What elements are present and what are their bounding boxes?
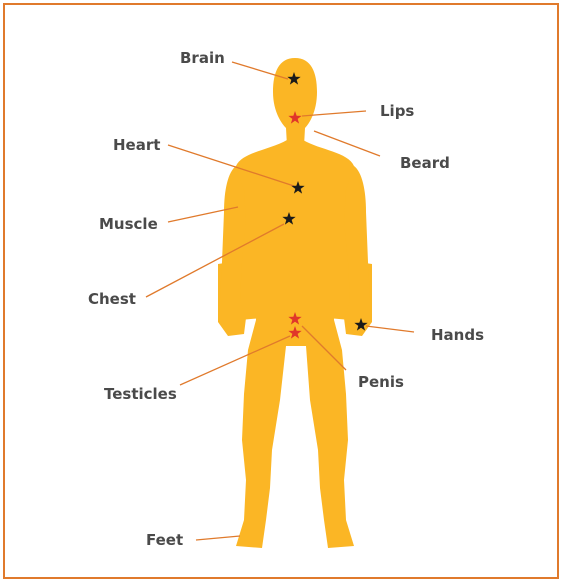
brain-label: Brain: [180, 49, 225, 67]
testicles-label: Testicles: [104, 385, 177, 403]
chest-label: Chest: [88, 290, 136, 308]
head-shape: [273, 58, 317, 146]
hands-leader: [366, 326, 414, 332]
body-silhouette: [218, 58, 372, 548]
heart-label: Heart: [113, 136, 160, 154]
feet-leader: [196, 536, 240, 540]
feet-label: Feet: [146, 531, 183, 549]
hands-label: Hands: [431, 326, 484, 344]
penis-label: Penis: [358, 373, 404, 391]
right-arm-shape: [344, 166, 372, 336]
muscle-label: Muscle: [99, 215, 158, 233]
beard-label: Beard: [400, 154, 450, 172]
lips-label: Lips: [380, 102, 414, 120]
